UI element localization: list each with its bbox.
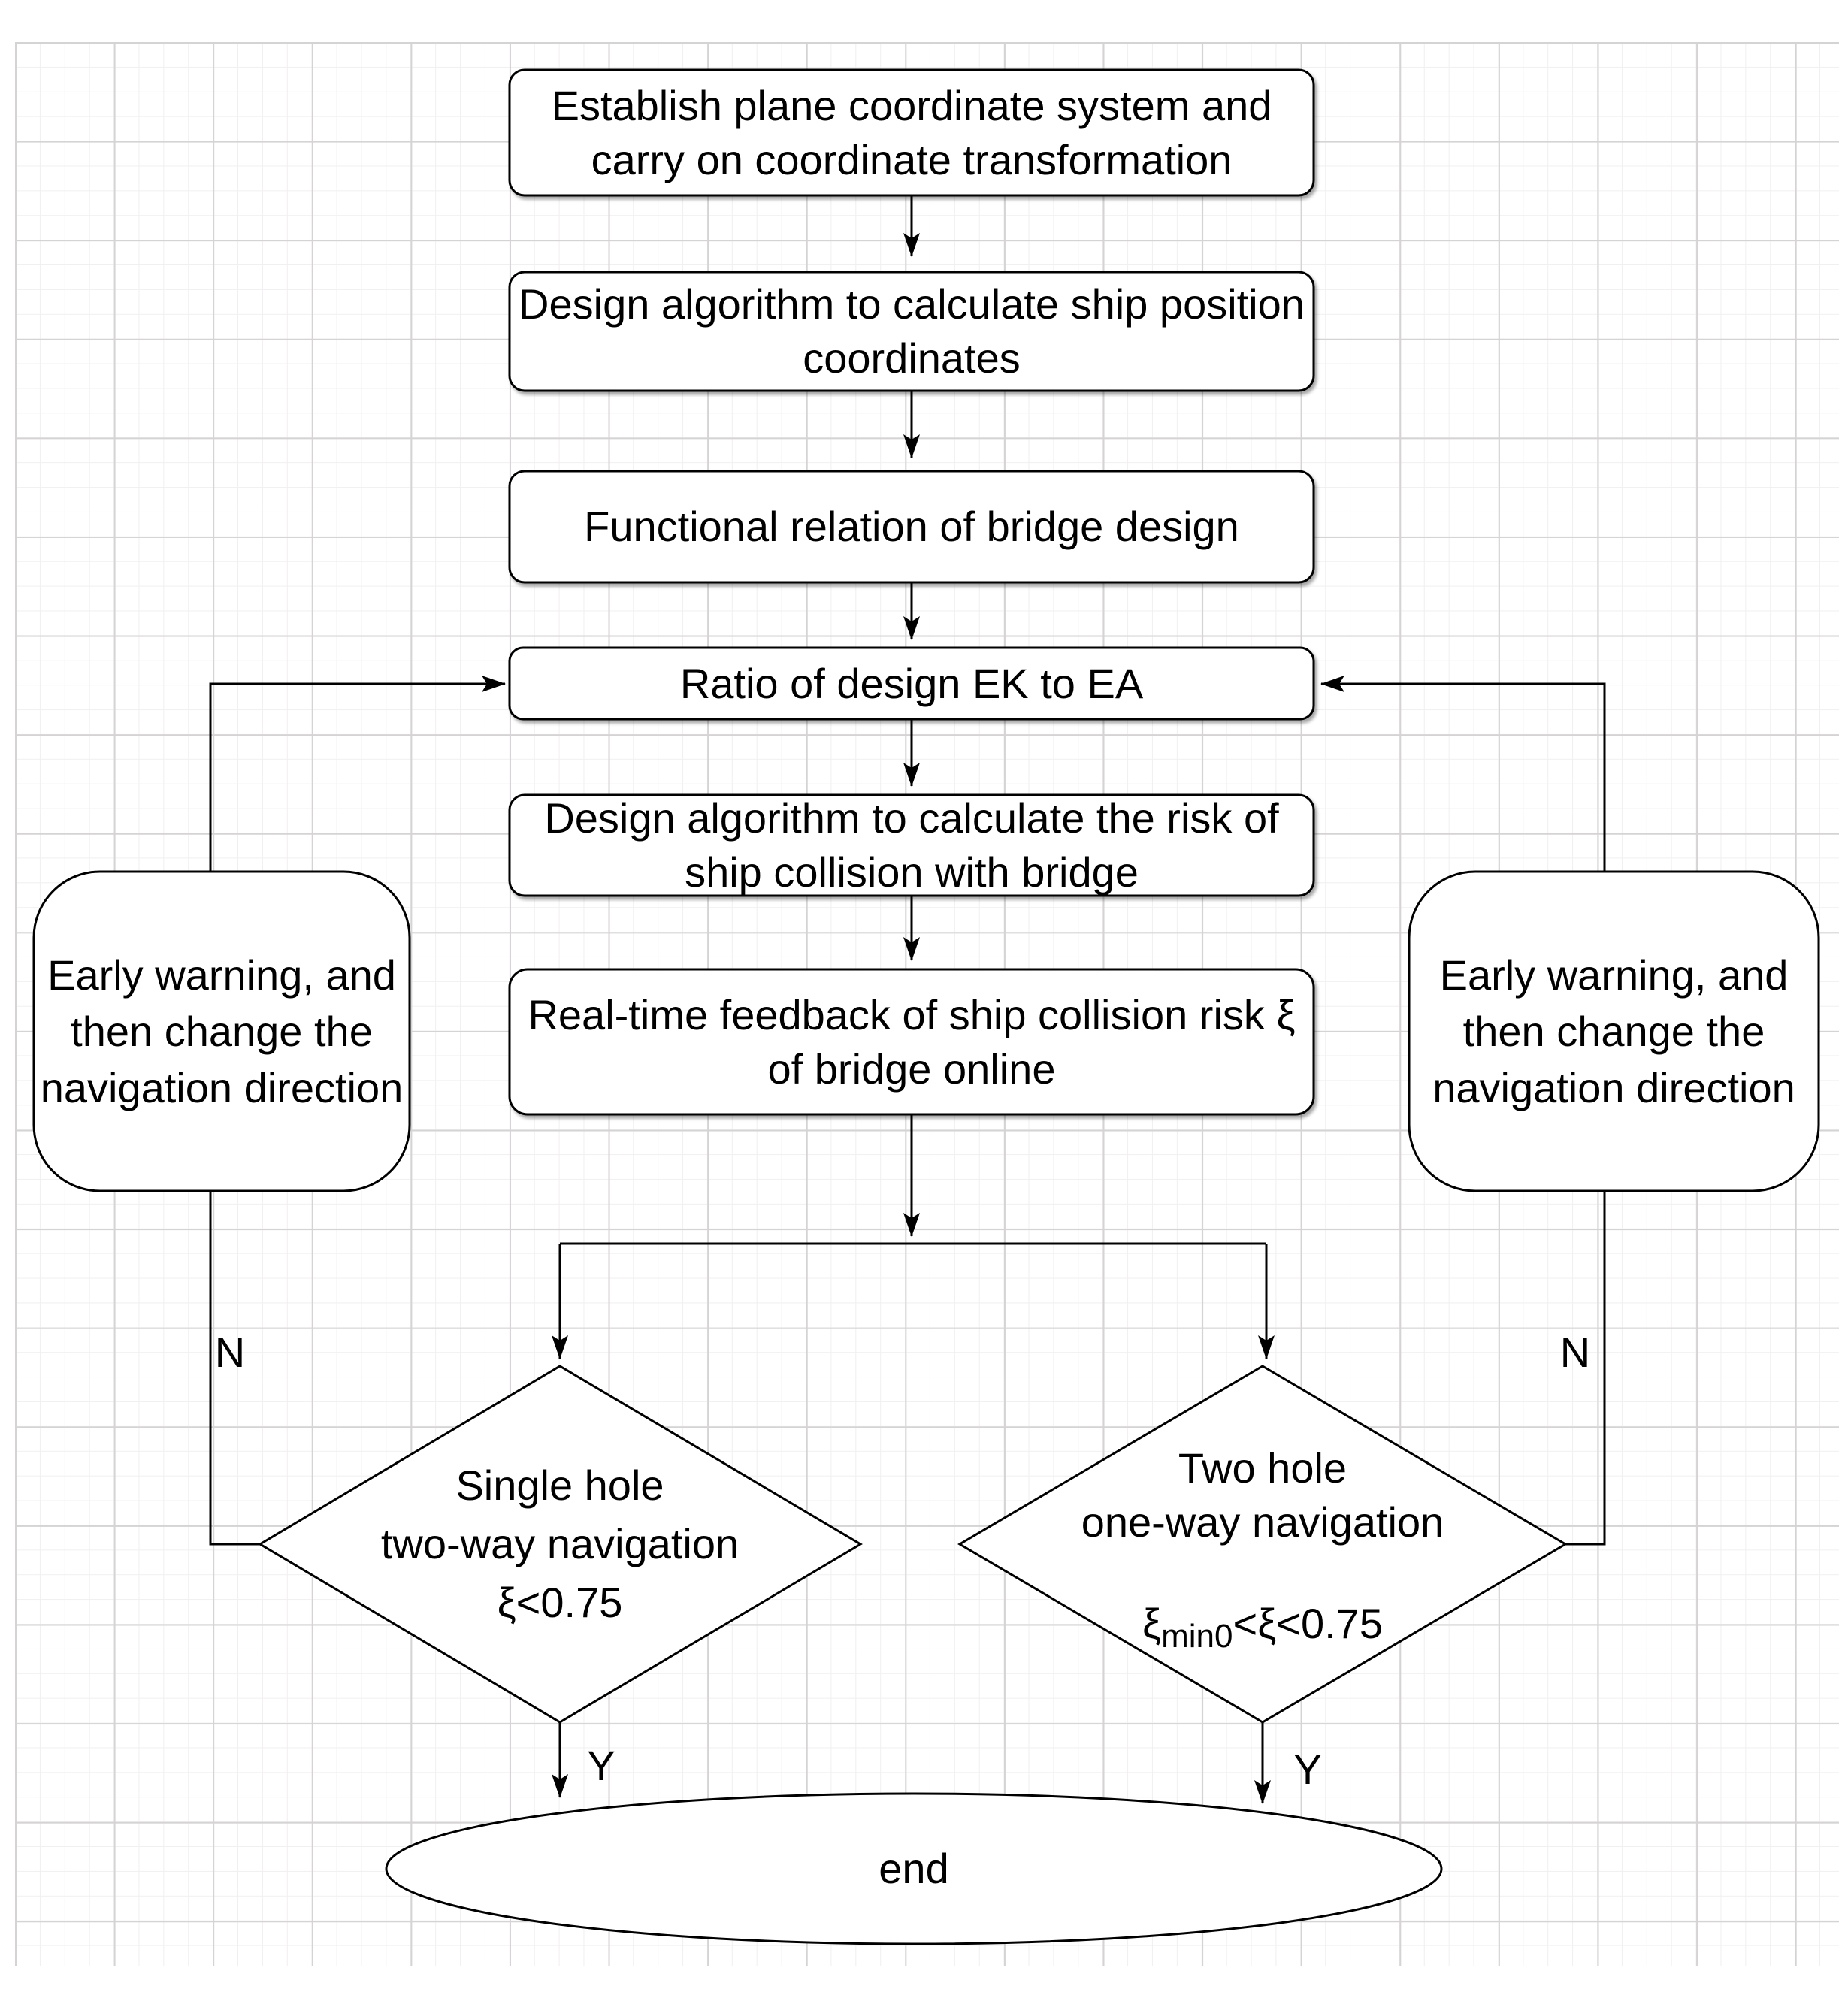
process-early-warning-right-label: Early warning, and then change the navig…	[1409, 872, 1819, 1191]
edge-label-left-no: N	[207, 1328, 253, 1376]
process-early-warning-left-label: Early warning, and then change the navig…	[26, 872, 417, 1191]
process-functional-relation	[508, 470, 1315, 584]
text-line: end	[879, 1845, 949, 1892]
edge-label-left-yes: Y	[579, 1742, 624, 1789]
formula-xi: ξ	[1142, 1599, 1162, 1647]
formula-text: ξmin0<ξ<0.75	[1142, 1597, 1383, 1655]
process-early-warning-right	[1408, 870, 1820, 1192]
formula-subscript: min0	[1161, 1617, 1233, 1655]
text-line: one-way navigation	[1081, 1498, 1444, 1546]
decision-single-hole	[258, 1365, 863, 1724]
text-line: Y	[587, 1742, 615, 1789]
text-line: Ratio of design EK to EA	[679, 659, 1144, 707]
text-line: navigation direction	[40, 1064, 404, 1111]
text-line: Establish plane coordinate system and	[551, 81, 1272, 129]
text-line: Early warning, and	[1439, 951, 1789, 999]
text-line: Design algorithm to calculate the risk o…	[544, 794, 1279, 842]
process-functional-relation-label: Functional relation of bridge design	[510, 471, 1314, 582]
text-line: then change the	[71, 1008, 373, 1055]
edge-label-right-no: N	[1553, 1328, 1598, 1376]
process-establish-coordinates	[508, 68, 1315, 197]
text-line: ship collision with bridge	[685, 848, 1139, 896]
text-line: ξ<0.75	[497, 1579, 623, 1626]
decision-two-hole	[957, 1365, 1568, 1724]
process-ship-position-label: Design algorithm to calculate ship posit…	[510, 272, 1314, 391]
text-line: Design algorithm to calculate ship posit…	[519, 280, 1305, 328]
process-ship-position-algorithm	[508, 271, 1315, 392]
text-line: Early warning, and	[47, 951, 396, 999]
process-collision-risk-algorithm	[508, 793, 1315, 897]
decision-two-hole-formula: ξmin0<ξ<0.75	[1037, 1591, 1488, 1659]
text-line: coordinates	[803, 334, 1021, 382]
text-line: Real-time feedback of ship collision ris…	[528, 990, 1296, 1038]
process-ratio-label: Ratio of design EK to EA	[510, 648, 1314, 719]
terminator-end-label: end	[388, 1794, 1440, 1944]
text-line: Single hole	[455, 1461, 664, 1509]
text-line: Functional relation of bridge design	[584, 503, 1239, 550]
process-establish-coordinates-label: Establish plane coordinate system and ca…	[510, 70, 1314, 195]
process-ratio-ek-ea	[508, 646, 1315, 721]
formula-rest: <ξ<0.75	[1233, 1599, 1383, 1647]
text-line: N	[214, 1328, 246, 1376]
text-line: carry on coordinate transformation	[591, 135, 1233, 183]
text-line: then change the	[1462, 1008, 1765, 1055]
text-line: Two hole	[1178, 1444, 1347, 1492]
decision-single-hole-label: Single hole two-way navigation ξ<0.75	[334, 1454, 785, 1634]
process-realtime-feedback	[508, 968, 1315, 1116]
text-line: of bridge online	[767, 1044, 1056, 1093]
process-realtime-feedback-label: Real-time feedback of ship collision ris…	[510, 969, 1314, 1114]
process-early-warning-left	[32, 870, 411, 1192]
decision-two-hole-label: Two hole one-way navigation	[1037, 1437, 1488, 1554]
edge-label-right-yes: Y	[1285, 1746, 1330, 1793]
process-collision-risk-label: Design algorithm to calculate the risk o…	[510, 794, 1314, 896]
text-line: N	[1559, 1328, 1591, 1376]
terminator-end	[385, 1792, 1443, 1945]
text-line: navigation direction	[1432, 1064, 1795, 1111]
text-line: Y	[1293, 1746, 1322, 1793]
text-line: two-way navigation	[380, 1520, 740, 1567]
